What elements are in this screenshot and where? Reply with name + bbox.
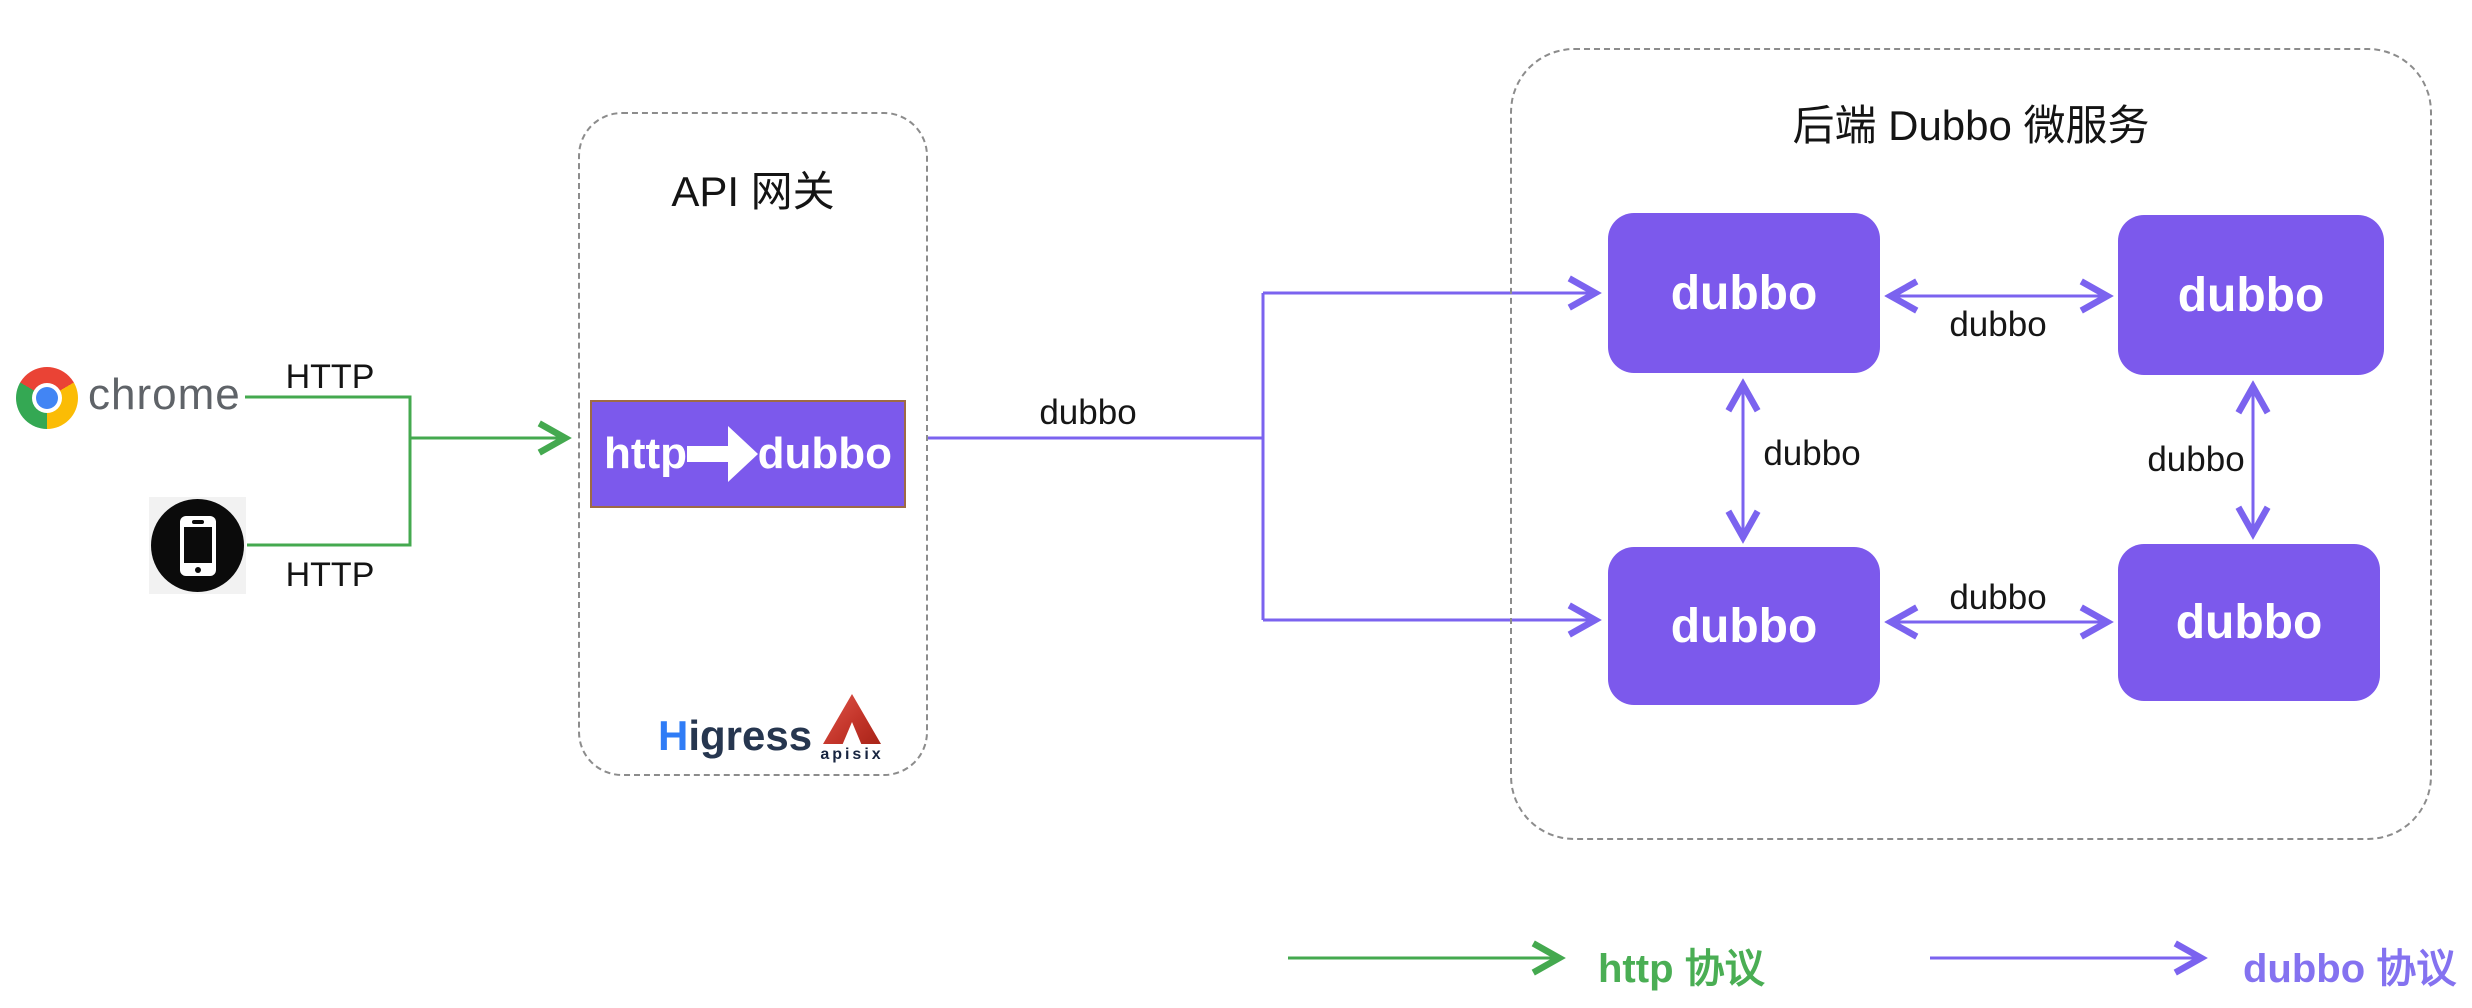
api-gateway-title: API 网关 [671, 168, 835, 215]
api-gateway-box [578, 112, 928, 776]
converter-from-label: http [604, 429, 688, 478]
dubbo-node-top-right: dubbo [2118, 215, 2384, 375]
dubbo-node-bottom-left: dubbo [1608, 547, 1880, 705]
http-label-mobile: HTTP [285, 556, 375, 594]
chrome-client-label: chrome [88, 370, 241, 419]
smartphone-icon [151, 499, 244, 592]
right-pair-connection-label: dubbo [2147, 440, 2245, 479]
dubbo-node-bottom-right: dubbo [2118, 544, 2380, 701]
backend-services-box [1510, 48, 2432, 840]
mobile-client [149, 497, 246, 594]
http-to-dubbo-converter: http dubbo [590, 400, 906, 508]
converter-to-label: dubbo [757, 429, 892, 478]
top-pair-connection-label: dubbo [1949, 305, 2047, 344]
http-label-chrome: HTTP [285, 358, 375, 396]
gateway-dubbo-connection-label: dubbo [1039, 393, 1137, 432]
chrome-logo-center [32, 383, 62, 413]
left-pair-connection-label: dubbo [1763, 434, 1861, 473]
legend-http-protocol: http 协议 [1598, 947, 1765, 991]
dubbo-node-top-left: dubbo [1608, 213, 1880, 373]
bottom-pair-connection-label: dubbo [1949, 578, 2047, 617]
higress-logo-h: H [658, 712, 689, 759]
apisix-triangle-icon [823, 694, 881, 744]
backend-services-title: 后端 Dubbo 微服务 [1792, 102, 2150, 149]
apisix-logo: apisix [816, 694, 888, 764]
apisix-logo-text: apisix [820, 746, 884, 763]
higress-logo: Higress [658, 712, 812, 760]
higress-logo-text: igress [688, 712, 813, 759]
right-block-arrow-icon [687, 426, 758, 482]
legend-dubbo-protocol: dubbo 协议 [2243, 947, 2457, 991]
chrome-logo-icon [16, 367, 78, 429]
